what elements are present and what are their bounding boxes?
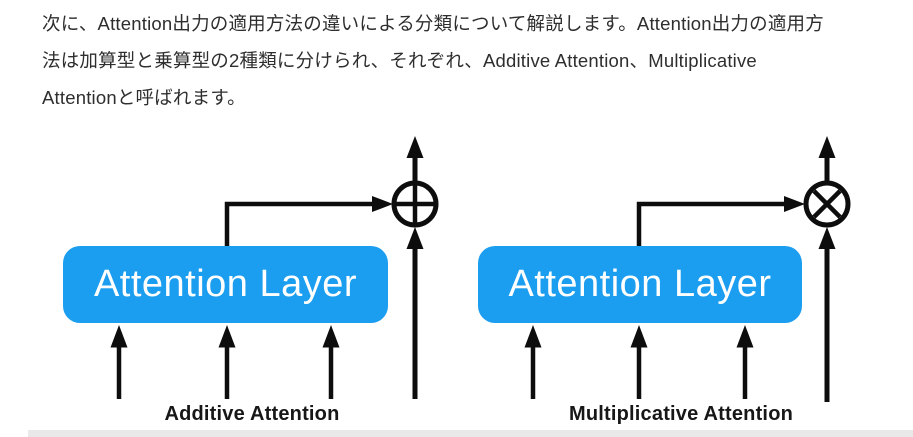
attention-layer-label: Attention Layer: [508, 263, 772, 305]
input-arrow: [524, 325, 542, 399]
input-arrow: [630, 325, 648, 399]
caption-additive-attention: Additive Attention: [164, 403, 340, 425]
value-arrow-into-operator: [406, 227, 424, 399]
input-arrow: [110, 325, 128, 399]
intro-line-2: 法は加算型と乗算型の2種類に分けられ、それぞれ、Additive Attenti…: [42, 50, 757, 71]
circled-plus-icon: [391, 180, 439, 228]
output-arrow: [818, 136, 836, 182]
input-arrow: [218, 325, 236, 399]
intro-line-1: 次に、Attention出力の適用方法の違いによる分類について解説します。Att…: [42, 13, 824, 34]
caption-multiplicative-attention: Multiplicative Attention: [568, 403, 794, 425]
intro-paragraph: 次に、Attention出力の適用方法の違いによる分類について解説します。Att…: [42, 5, 902, 116]
attention-layer-box-multiplicative: Attention Layer: [478, 246, 802, 323]
value-arrow-into-operator: [818, 227, 836, 402]
skip-connection-arrow: [636, 196, 805, 246]
attention-layer-box-additive: Attention Layer: [63, 246, 388, 323]
circled-times-icon: [803, 180, 851, 228]
intro-line-3: Attentionと呼ばれます。: [42, 87, 246, 108]
output-arrow: [406, 136, 424, 182]
attention-layer-label: Attention Layer: [93, 263, 358, 305]
bottom-edge-strip: [28, 430, 913, 437]
skip-connection-arrow: [224, 196, 393, 246]
multiplicative-diagram-arrows: [524, 136, 851, 402]
input-arrow: [322, 325, 340, 399]
input-arrow: [736, 325, 754, 399]
additive-diagram-arrows: [110, 136, 439, 399]
